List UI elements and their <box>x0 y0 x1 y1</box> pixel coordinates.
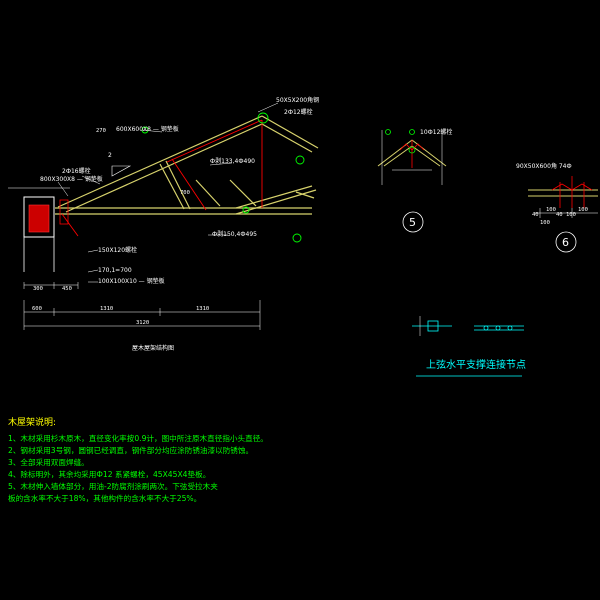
diagonal-rod <box>171 158 207 211</box>
note-line-3: 3、全部采用双面焊缝。 <box>8 457 89 467</box>
leader-rafter-rod <box>209 162 233 166</box>
detail-6-callout-icon <box>555 231 577 253</box>
detail-5-node-icon <box>408 146 416 154</box>
leader-bolt150 <box>87 249 99 253</box>
wall-support <box>23 196 55 238</box>
wall-hatch <box>28 204 50 233</box>
leader-chord170 <box>87 269 99 273</box>
detail-6-dim-100a: 100 <box>546 207 556 213</box>
slope-triangle <box>111 165 132 177</box>
label-top-steel: 50X5X200角钢 <box>276 96 319 104</box>
notes-title: 木屋架说明: <box>8 416 56 428</box>
main-drawing-title: 屋木屋架结构图 <box>132 344 174 352</box>
purlin-node-icon <box>295 155 305 165</box>
brace-connection-detail: 上弦水平支撑连接节点 <box>412 316 526 377</box>
label-chord-170: 170,1=700 <box>98 267 132 274</box>
leader-plate800 <box>57 181 69 197</box>
web-member-mid2 <box>229 179 257 207</box>
detail-6-dim-100d: 100 <box>540 220 550 226</box>
detail-6-dim-100c: 100 <box>578 207 588 213</box>
notes-block: 木屋架说明: 1、木材采用杉木原木，直径变化率按0.9计，图中所注原木直径指小头… <box>8 416 268 503</box>
dim-1310-a: 1310 <box>100 306 113 312</box>
heel-plate <box>59 199 69 225</box>
timber-members <box>55 115 319 215</box>
dim-300: 300 <box>33 286 43 292</box>
note-line-1: 1、木材采用杉木原木，直径变化率按0.9计，图中所注原木直径指小头直径。 <box>8 433 268 443</box>
steel-rods <box>61 119 263 237</box>
detail-5-number: 5 <box>409 216 416 229</box>
label-bottom-rod: Ф剥150,4Ф495 <box>212 230 257 238</box>
label-member-700: 700 <box>180 190 190 196</box>
leader-plank <box>141 129 163 133</box>
label-rafter-plank: 600X600X8 — 钢垫板 <box>116 125 179 133</box>
note-line-5: 5、木材伸入墙体部分，用油-2防腐剂涂刷两次。下弦受拉木夹 <box>8 481 218 491</box>
slope-value: 2 <box>108 152 112 159</box>
label-angle-270: 270 <box>96 128 106 134</box>
bottom-node-icon <box>292 233 302 243</box>
detail-5-left-rafter <box>377 139 413 167</box>
detail-5-nodes <box>385 129 416 154</box>
brace-detail-subtitle: 上弦水平支撑连接节点 <box>426 358 526 371</box>
detail-6-label-top: 90X50X600角 74Ф <box>516 162 572 170</box>
brace-bolt-c-icon <box>507 325 513 331</box>
web-member-right-a <box>235 185 313 209</box>
top-chord-right-lower <box>261 123 313 153</box>
web-member-left-b <box>165 160 191 210</box>
brace-bolt-b-icon <box>495 325 501 331</box>
label-top-steel-sub: 2Ф12螺栓 <box>284 108 313 116</box>
detail-5-right-rafter <box>411 139 447 167</box>
mid-node-icon <box>242 206 250 214</box>
detail-6-brace <box>551 183 593 191</box>
ridge-node-icon <box>257 112 269 124</box>
note-line-4: 4、除标明外，其余均采用Ф12 系紧螺栓，45X45X4垫板。 <box>8 469 210 479</box>
detail-6-timber <box>528 189 598 197</box>
detail-6-steel <box>551 176 593 208</box>
detail-5: 10Ф12螺栓 5 <box>377 128 452 233</box>
detail-5-node-left-icon <box>385 129 391 135</box>
detail-5-callout-icon <box>402 211 424 233</box>
brace-bolt-a-icon <box>483 325 489 331</box>
detail-5-steel <box>399 140 425 168</box>
tension-rod-top <box>166 119 263 163</box>
web-member-mid <box>195 179 221 207</box>
leader-top-steel <box>257 102 279 113</box>
top-chord-right-upper <box>261 115 319 149</box>
dim-600: 600 <box>32 306 42 312</box>
label-bolt-150: 150X120螺栓 <box>98 246 137 254</box>
label-bolt-216: 2Ф16螺栓 <box>62 167 91 175</box>
detail-6: 90X50X600角 74Ф 100 100 100 40 40 100 6 <box>516 162 598 253</box>
brace-connection-left <box>412 316 452 336</box>
dim-450: 450 <box>62 286 72 292</box>
note-line-2: 2、钢材采用3号钢，圆钢已经调直，钢件部分均应涂防锈油漆以防锈蚀。 <box>8 445 253 455</box>
detail-6-dim-40b: 40 <box>556 212 563 218</box>
truss-elevation: 2 50X5X200角钢 2Ф12螺栓 600X600X8 — 钢垫板 270 … <box>8 96 319 285</box>
detail-5-left-inner <box>383 145 413 167</box>
leader-bolt216 <box>81 175 101 185</box>
detail-5-right-inner <box>411 145 441 167</box>
web-member-left-a <box>159 163 185 210</box>
brace-left-plate <box>427 320 439 332</box>
label-rafter-rod: Ф剥133,4Ф490 <box>210 157 255 165</box>
dim-3120: 3120 <box>136 320 149 326</box>
brace-connection-right <box>474 325 524 331</box>
dimension-lines <box>23 282 261 330</box>
label-plate-800: 800X300X8 — 钢垫板 <box>40 175 103 183</box>
detail-6-number: 6 <box>562 236 569 249</box>
purlin-stub-right <box>295 191 315 199</box>
detail-6-dims <box>534 208 598 218</box>
detail-5-dims <box>381 130 443 185</box>
top-chord-lower <box>65 123 263 213</box>
detail-5-label: 10Ф12螺栓 <box>420 128 452 136</box>
note-line-6: 板的含水率不大于18%，其他构件的含水率不大于25%。 <box>8 493 201 503</box>
leader-lines <box>57 102 279 283</box>
top-chord-upper <box>57 115 263 208</box>
detail-6-dim-40a: 40 <box>532 212 539 218</box>
detail-6-dim-100b: 100 <box>566 212 576 218</box>
dim-1310-b: 1310 <box>196 306 209 312</box>
heel-bolt-rod <box>61 213 79 237</box>
label-plate-100: 100X100X10 — 钢垫板 <box>98 277 165 285</box>
web-member-right-b <box>235 189 317 215</box>
detail-5-node-top-icon <box>409 129 415 135</box>
